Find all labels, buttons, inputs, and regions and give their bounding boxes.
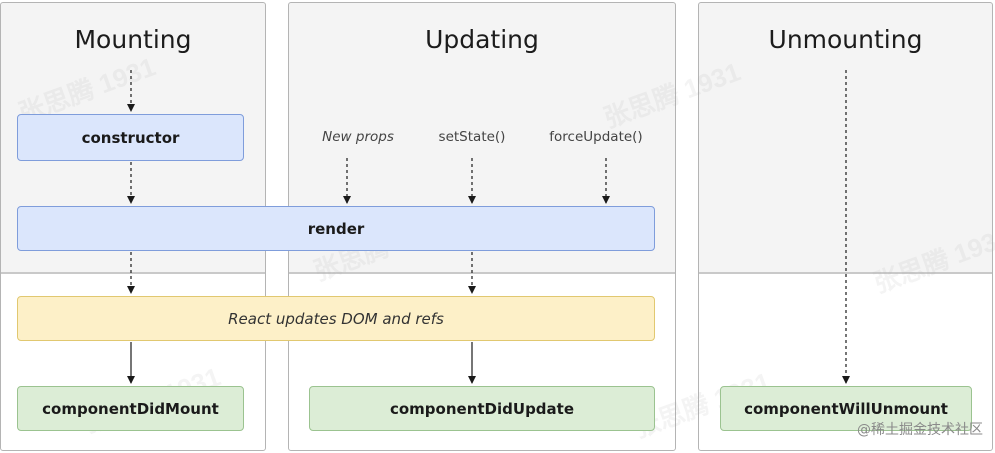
react-updates-dom-box: React updates DOM and refs — [17, 296, 655, 341]
component-will-unmount-box: componentWillUnmount — [720, 386, 972, 431]
updating-title: Updating — [425, 25, 539, 54]
trigger-force-update: forceUpdate() — [549, 129, 643, 145]
unmounting-title: Unmounting — [768, 25, 923, 54]
trigger-set-state: setState() — [438, 129, 506, 145]
component-did-mount-box: componentDidMount — [17, 386, 244, 431]
trigger-new-props: New props — [322, 129, 394, 145]
component-did-update-box: componentDidUpdate — [309, 386, 655, 431]
render-box: render — [17, 206, 655, 251]
footer-credit: @稀土掘金技术社区 — [857, 422, 983, 438]
constructor-box: constructor — [17, 114, 244, 161]
mounting-title: Mounting — [74, 25, 192, 54]
